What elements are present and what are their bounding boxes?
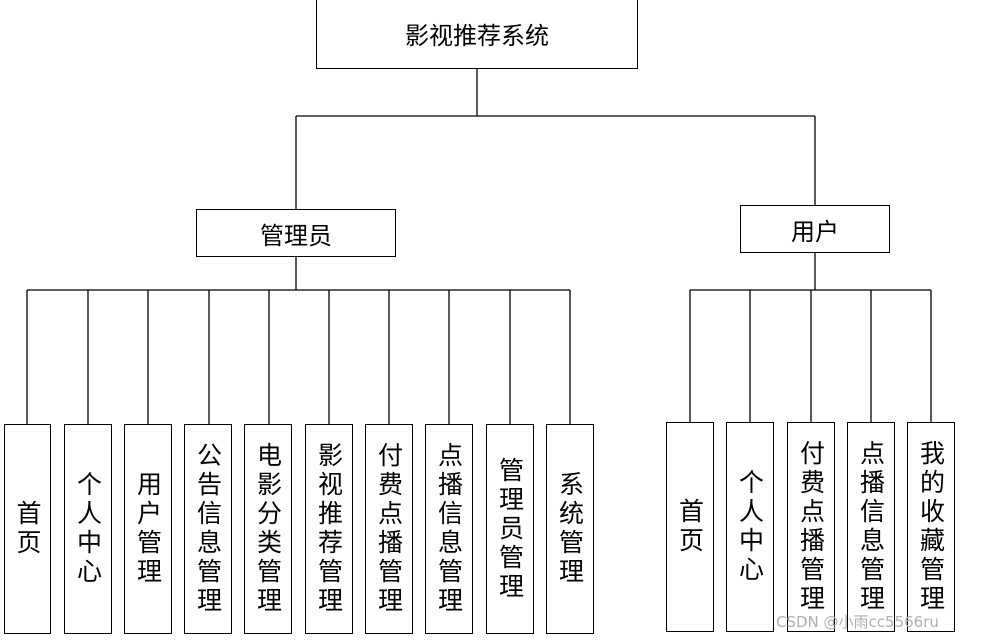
branch-label: 用户 bbox=[791, 217, 839, 246]
admin-child-node: 影视推荐管理 bbox=[305, 424, 353, 634]
child-label: 公告信息管理 bbox=[193, 442, 223, 616]
admin-child-node: 点播信息管理 bbox=[425, 424, 473, 634]
child-label: 付费点播管理 bbox=[796, 440, 826, 614]
child-label: 个人中心 bbox=[735, 469, 765, 585]
admin-child-node: 付费点播管理 bbox=[365, 424, 413, 634]
watermark: CSDN @小雨cc5566ru bbox=[776, 613, 939, 631]
user-child-node: 点播信息管理 bbox=[847, 422, 895, 632]
admin-child-node: 用户管理 bbox=[124, 424, 172, 634]
admin-child-node: 个人中心 bbox=[64, 424, 112, 634]
branch-node-user: 用户 bbox=[740, 205, 890, 253]
admin-child-node: 系统管理 bbox=[546, 424, 594, 634]
child-label: 付费点播管理 bbox=[374, 442, 404, 616]
branch-node-admin: 管理员 bbox=[196, 209, 396, 257]
admin-child-node: 管理员管理 bbox=[486, 424, 534, 634]
user-child-node: 首页 bbox=[666, 422, 714, 632]
child-label: 首页 bbox=[13, 500, 42, 558]
user-child-node: 我的收藏管理 bbox=[907, 422, 955, 632]
child-label: 我的收藏管理 bbox=[916, 440, 946, 614]
child-label: 首页 bbox=[675, 498, 705, 556]
child-label: 影视推荐管理 bbox=[314, 442, 344, 616]
user-child-node: 个人中心 bbox=[726, 422, 774, 632]
root-label: 影视推荐系统 bbox=[405, 22, 549, 50]
child-label: 管理员管理 bbox=[495, 456, 525, 602]
child-label: 点播信息管理 bbox=[856, 440, 886, 614]
root-node: 影视推荐系统 bbox=[316, 0, 638, 69]
admin-child-node: 电影分类管理 bbox=[244, 424, 292, 634]
user-child-node: 付费点播管理 bbox=[787, 422, 835, 632]
branch-label: 管理员 bbox=[260, 221, 332, 250]
child-label: 个人中心 bbox=[73, 471, 103, 587]
admin-child-node: 首页 bbox=[4, 424, 51, 634]
child-label: 点播信息管理 bbox=[434, 442, 464, 616]
child-label: 电影分类管理 bbox=[253, 442, 283, 616]
admin-child-node: 公告信息管理 bbox=[184, 424, 232, 634]
child-label: 系统管理 bbox=[555, 471, 585, 587]
child-label: 用户管理 bbox=[133, 471, 163, 587]
